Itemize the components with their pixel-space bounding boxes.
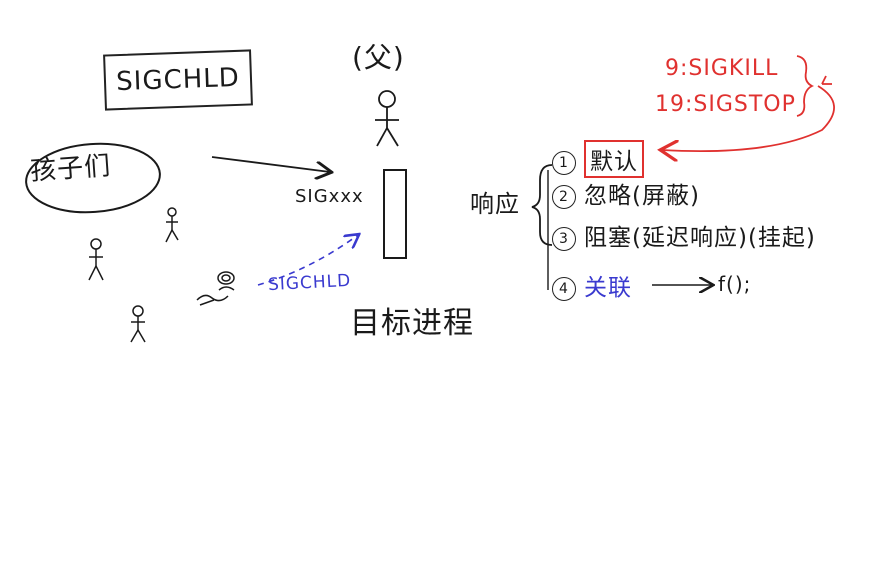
responses-brace	[531, 164, 553, 246]
response-text-default: 默认	[584, 140, 644, 178]
child-figure-icon	[165, 207, 179, 243]
sigkill-label: 9:SIGKILL	[665, 56, 779, 81]
parent-figure-icon	[375, 90, 399, 147]
red-brace	[796, 55, 815, 117]
child-figure-icon	[130, 305, 146, 343]
children-label: 孩子们	[29, 151, 113, 187]
response-number: 1	[552, 150, 576, 175]
response-item: 4 关联	[552, 268, 632, 302]
parent-label: (父)	[352, 41, 405, 74]
response-item: 2 忽略(屏蔽)	[552, 176, 700, 210]
child-figure-icon	[88, 238, 104, 281]
response-number: 4	[552, 276, 576, 301]
respond-label: 响应	[470, 190, 520, 218]
sigstop-label: 19:SIGSTOP	[655, 92, 796, 117]
dead-child-icon	[196, 271, 235, 306]
response-number: 3	[552, 226, 576, 251]
children-ellipse	[25, 142, 161, 214]
response-item: 1 默认	[552, 140, 644, 178]
sigchld-title-box: SIGCHLD	[103, 49, 253, 111]
target-process-box	[383, 169, 407, 259]
response-text-ignore: 忽略(屏蔽)	[584, 183, 700, 209]
signal-arrow	[211, 156, 330, 172]
red-curved-arrow	[662, 85, 835, 151]
signal-label: SIGxxx	[295, 186, 364, 207]
response-text-associate: 关联	[584, 275, 632, 301]
target-process-label: 目标进程	[350, 306, 474, 341]
red-arrowhead-top	[821, 75, 832, 85]
response-number: 2	[552, 184, 576, 209]
response-text-block: 阻塞(延迟响应)(挂起)	[584, 225, 816, 251]
response-item: 3 阻塞(延迟响应)(挂起)	[552, 218, 816, 252]
sigchld-dashed-arrow	[257, 235, 358, 286]
handler-function: f();	[718, 272, 752, 296]
